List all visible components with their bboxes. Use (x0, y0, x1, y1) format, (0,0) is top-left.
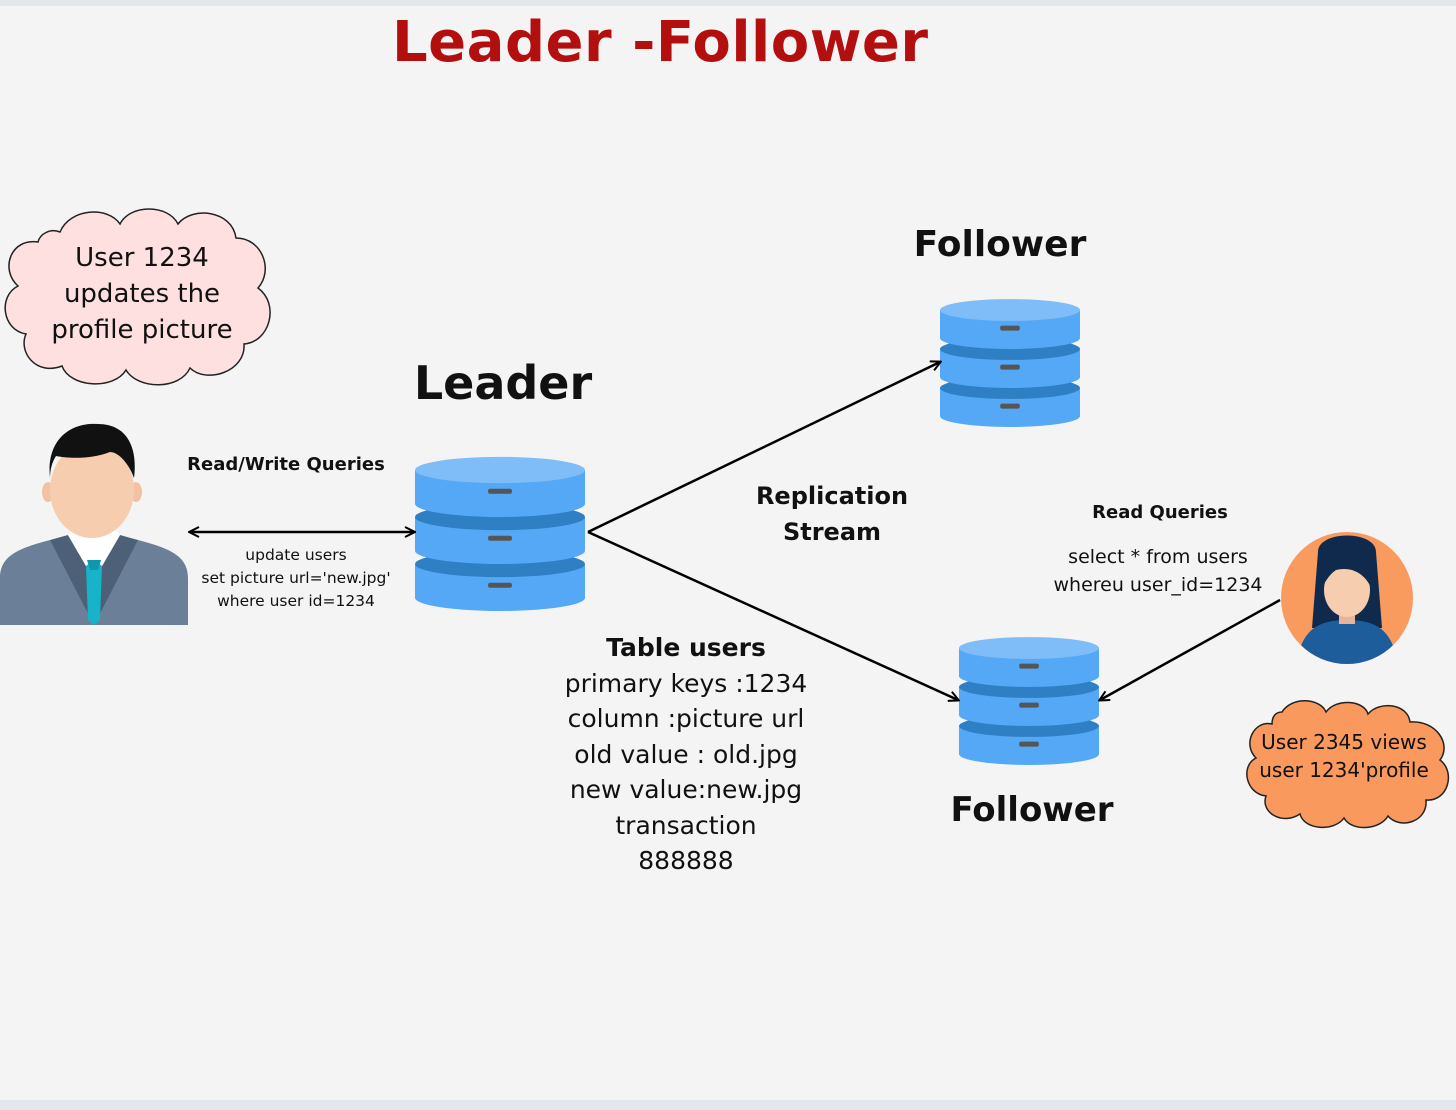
db-segment-top (415, 456, 585, 484)
leader-label: Leader (413, 356, 593, 410)
db-slot-indicator (488, 582, 512, 588)
table-line: new value:new.jpg (569, 775, 803, 804)
leader-database-icon (415, 456, 585, 612)
follower-top-database-icon (940, 299, 1080, 427)
follower-bottom-label: Follower (950, 790, 1114, 830)
read-query-text: select * from users whereu user_id=1234 (1044, 543, 1272, 599)
follower-top-label: Follower (913, 224, 1087, 265)
writer-cloud-text: User 1234 updates the profile picture (24, 240, 260, 348)
page-title: Leader -Follower (392, 10, 929, 75)
table-line: column :picture url (567, 704, 805, 733)
table-line: 888888 (638, 846, 734, 875)
replication-arrow-top (587, 362, 940, 534)
replication-stream-label: Replication Stream (746, 478, 918, 550)
db-slot-indicator (488, 488, 512, 494)
reader-cloud-shape (1246, 700, 1450, 829)
query-line: where user id=1234 (217, 592, 375, 610)
read-write-query: update users set picture url='new.jpg' w… (186, 544, 406, 613)
follower-bottom-database-icon (959, 637, 1099, 765)
query-line: set picture url='new.jpg' (201, 569, 391, 587)
read-queries-label: Read Queries (1092, 502, 1228, 523)
writer-cloud-line: User 1234 (75, 243, 209, 273)
reader-user-avatar (1281, 532, 1413, 664)
writer-cloud-line: updates the (63, 279, 221, 309)
table-line: old value : old.jpg (574, 739, 798, 769)
table-line: primary keys :1234 (564, 668, 808, 698)
writer-user-avatar (0, 423, 188, 625)
table-info: Table users primary keys :1234 column :p… (556, 630, 816, 879)
db-slot-indicator (488, 535, 512, 541)
writer-cloud-line: profile picture (51, 315, 233, 345)
db-slot-indicator (1000, 364, 1020, 370)
bottom-border (0, 1100, 1456, 1110)
query-line: select * from users (1068, 546, 1248, 568)
db-segment-top (959, 637, 1099, 659)
table-heading: Table users (606, 633, 766, 662)
db-slot-indicator (1019, 663, 1039, 669)
reader-cloud-line: User 2345 views (1261, 730, 1427, 754)
db-segment-top (940, 299, 1080, 321)
db-slot-indicator (1000, 325, 1020, 331)
query-line: whereu user_id=1234 (1053, 574, 1263, 596)
table-line: transaction (615, 810, 757, 840)
query-line: update users (245, 546, 347, 564)
db-slot-indicator (1000, 403, 1020, 409)
replication-line: Replication (755, 482, 909, 510)
top-border (0, 0, 1456, 6)
reader-cloud-text: User 2345 views user 1234'profile (1246, 728, 1442, 784)
read-write-label: Read/Write Queries (187, 454, 385, 475)
replication-line: Stream (782, 518, 882, 546)
db-slot-indicator (1019, 741, 1039, 747)
replication-arrow-bottom (587, 530, 958, 700)
reader-cloud-line: user 1234'profile (1259, 758, 1429, 782)
read-arrow (1100, 598, 1281, 700)
writer-cloud-shape (4, 208, 271, 386)
db-slot-indicator (1019, 702, 1039, 708)
